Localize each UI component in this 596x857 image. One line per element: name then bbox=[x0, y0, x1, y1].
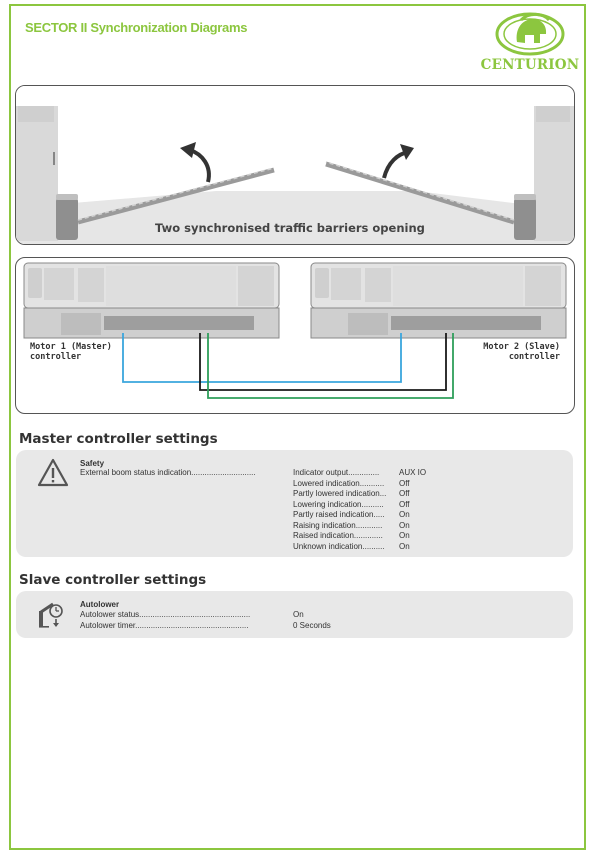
master-setting-label: Unknown indication.......... bbox=[293, 541, 385, 551]
autolower-timer-icon bbox=[39, 602, 63, 628]
page-frame-top bbox=[9, 4, 586, 6]
slave-controller-board bbox=[310, 262, 567, 339]
master-setting-value: AUX IO bbox=[399, 468, 427, 477]
slave-settings-panel: Autolower Autolower status..............… bbox=[16, 591, 573, 638]
black-wire bbox=[199, 333, 447, 391]
slave-setting-label: Autolower timer.........................… bbox=[80, 620, 249, 630]
page-frame bbox=[9, 4, 586, 850]
slave-setting-value: 0 Seconds bbox=[293, 620, 331, 630]
master-setting-label: Partly raised indication..... bbox=[293, 510, 385, 519]
safety-group-label: Safety bbox=[80, 459, 105, 468]
master-setting-value: Off bbox=[399, 478, 410, 488]
master-setting-value: On bbox=[399, 531, 410, 540]
barrier-illustration bbox=[15, 85, 575, 245]
page-title: SECTOR II Synchronization Diagrams bbox=[25, 20, 248, 35]
diagram-caption: Two synchronised traffic barriers openin… bbox=[155, 221, 425, 235]
autolower-group-label: Autolower bbox=[80, 600, 120, 609]
slave-setting-label: Autolower status........................… bbox=[80, 610, 251, 619]
external-boom-status-parameter: External boom status indication.........… bbox=[80, 468, 256, 477]
motor1-label-line2: controller bbox=[30, 352, 82, 362]
master-settings-panel: Safety External boom status indication..… bbox=[16, 450, 573, 557]
master-setting-label: Indicator output.............. bbox=[293, 468, 380, 477]
motor2-label-line2: controller bbox=[508, 352, 560, 362]
motor2-label: Motor 2 (Slave) controller bbox=[470, 342, 560, 362]
master-setting-value: On bbox=[399, 510, 410, 519]
master-setting-label: Raised indication............. bbox=[293, 531, 383, 540]
blue-wire bbox=[122, 333, 402, 383]
master-setting-label: Lowered indication........... bbox=[293, 478, 385, 488]
motor1-label: Motor 1 (Master) controller bbox=[30, 342, 112, 362]
centurion-logo: CENTURION bbox=[477, 10, 583, 76]
master-setting-value: On bbox=[399, 520, 410, 530]
master-controller-board bbox=[23, 262, 280, 339]
motor1-label-line1: Motor 1 (Master) bbox=[30, 342, 112, 352]
master-setting-label: Partly lowered indication... bbox=[293, 489, 387, 498]
master-setting-label: Lowering indication.......... bbox=[293, 499, 384, 509]
master-setting-value: Off bbox=[399, 499, 410, 509]
centurion-helmet-icon bbox=[495, 12, 565, 56]
wiring-diagram bbox=[15, 257, 575, 414]
slave-settings-heading: Slave controller settings bbox=[19, 572, 207, 588]
warning-triangle-icon bbox=[37, 458, 69, 487]
master-setting-label: Raising indication............ bbox=[293, 520, 383, 530]
master-setting-value: Off bbox=[399, 489, 410, 498]
master-setting-value: On bbox=[399, 541, 410, 551]
master-settings-heading: Master controller settings bbox=[19, 431, 218, 447]
brand-name: CENTURION bbox=[480, 57, 580, 73]
green-wire bbox=[207, 333, 454, 399]
slave-setting-value: On bbox=[293, 610, 304, 619]
motor2-label-line1: Motor 2 (Slave) bbox=[483, 342, 560, 352]
